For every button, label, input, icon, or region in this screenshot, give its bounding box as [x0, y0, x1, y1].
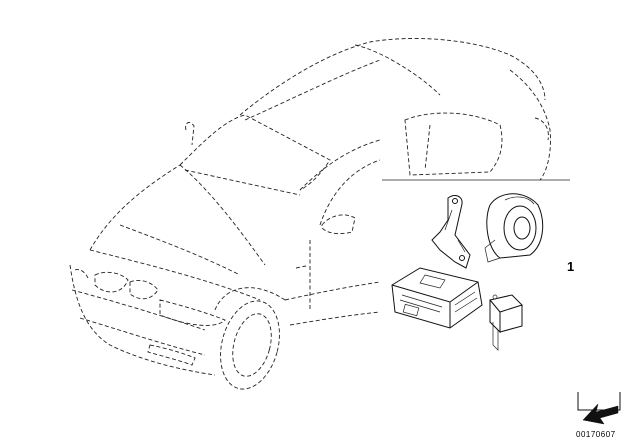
bracket-icon	[431, 195, 471, 269]
sensor-icon	[489, 294, 523, 351]
siren-horn-icon	[484, 193, 544, 263]
part-number-label: 1	[567, 259, 575, 274]
car-outline-icon	[69, 38, 551, 390]
reference-code: 00170607	[576, 430, 616, 439]
navigation-arrow-icon	[577, 392, 621, 425]
control-module-icon	[391, 267, 483, 329]
